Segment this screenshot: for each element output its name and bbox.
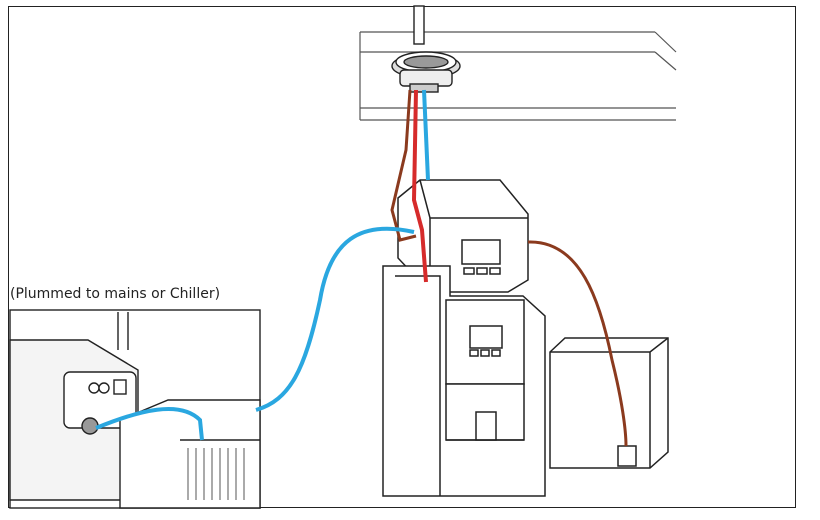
chiller-caption: (Plummed to mains or Chiller) <box>10 286 221 302</box>
dispenser-tower <box>382 265 546 497</box>
ceiling-ring <box>391 5 461 93</box>
blue-tube-ceiling <box>422 89 430 181</box>
ceiling <box>359 31 677 121</box>
chiller-unit <box>9 309 261 509</box>
red-tube <box>411 89 428 283</box>
brown-tube-ceiling <box>390 89 417 242</box>
blue-tube-main <box>255 226 415 412</box>
blue-tube-chiller <box>95 407 204 441</box>
waste-container <box>549 337 669 469</box>
brown-tube-waste <box>527 240 628 447</box>
